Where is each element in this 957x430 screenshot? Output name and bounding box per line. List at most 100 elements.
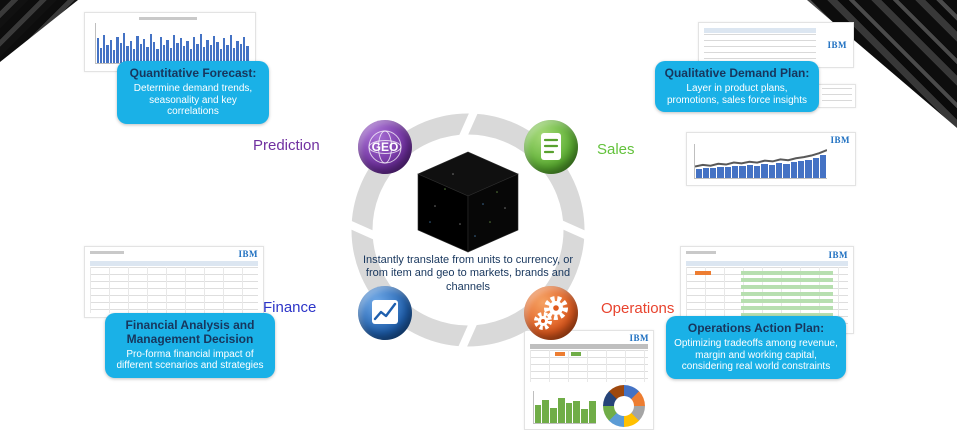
sheet-grid [90, 267, 258, 313]
ibm-logo: IBM [830, 135, 850, 145]
label-finance: Finance [263, 299, 317, 316]
callout-quantitative-forecast: Quantitative Forecast: Determine demand … [117, 61, 269, 125]
sales-table-thumbnail: IBM [698, 22, 854, 68]
mix-donut-chart [603, 385, 645, 427]
mini-bar [236, 40, 239, 63]
mini-bar [183, 46, 186, 63]
mini-bar [746, 165, 754, 178]
mini-bar [581, 408, 588, 423]
mini-bar [724, 167, 732, 178]
label-prediction: Prediction [253, 137, 320, 154]
mini-bar [710, 168, 717, 178]
mini-bar [109, 39, 113, 63]
mini-bar [232, 47, 236, 63]
mini-bar [156, 49, 159, 63]
mini-bar [146, 47, 149, 63]
callout-operations-action-plan: Operations Action Plan: Optimizing trade… [666, 316, 846, 380]
corner-stripes-top-left [0, 0, 78, 62]
mini-bar [246, 46, 249, 63]
finance-spreadsheet-thumbnail: IBM [84, 246, 264, 318]
dash-grid [530, 350, 648, 382]
mini-bar [702, 167, 710, 178]
orange-cell [695, 271, 711, 275]
table-rows [704, 28, 816, 62]
mini-bar [189, 48, 193, 63]
callout-financial-analysis: Financial Analysis and Management Decisi… [105, 313, 275, 379]
mini-bar [783, 163, 790, 178]
mini-bar [805, 159, 812, 178]
mini-bar [573, 401, 580, 423]
mini-bar [695, 169, 702, 178]
mini-bar [588, 400, 596, 423]
data-cube [417, 151, 519, 253]
green-cell [571, 352, 581, 356]
mini-bar [229, 35, 232, 63]
mini-bar [216, 42, 219, 63]
operations-bars [533, 391, 596, 424]
ibm-logo: IBM [238, 249, 258, 259]
mini-bar [106, 45, 109, 63]
mini-bar [139, 43, 143, 63]
mini-bar [143, 39, 146, 63]
mini-bar [212, 35, 216, 63]
mini-bar [239, 43, 242, 63]
mini-bar [116, 36, 119, 63]
mini-bar [206, 39, 209, 63]
sheet-title-placeholder [90, 251, 124, 254]
sales-trend-line [695, 144, 827, 178]
geo-globe-icon: GEO [358, 120, 412, 174]
mini-bar [159, 37, 163, 63]
callout-title: Qualitative Demand Plan: [664, 66, 810, 80]
mini-bar [96, 38, 99, 63]
mini-bar [99, 47, 103, 63]
mini-bar [123, 33, 126, 63]
mini-bar [565, 403, 573, 423]
sheet-title-placeholder [686, 251, 716, 254]
quantitative-bars [95, 23, 249, 64]
mini-bar [798, 161, 805, 178]
label-sales: Sales [597, 141, 635, 158]
sheet-header-band [90, 261, 258, 266]
callout-title: Financial Analysis and Management Decisi… [125, 318, 255, 346]
mini-bar [113, 49, 116, 63]
callout-title: Operations Action Plan: [687, 321, 825, 335]
document-list-icon [524, 120, 578, 174]
mini-bar [790, 162, 798, 178]
mini-bar [812, 157, 820, 178]
line-chart-icon [358, 286, 412, 340]
mini-bar [173, 35, 176, 63]
mini-bar [557, 398, 565, 423]
mini-bar [754, 165, 761, 178]
mini-bar [169, 47, 173, 63]
mini-bar [119, 43, 123, 63]
mini-bar [133, 48, 136, 63]
mini-bar [196, 43, 199, 63]
mini-bar [103, 35, 106, 63]
orange-cell [555, 352, 565, 356]
quantitative-chart-thumbnail [84, 12, 256, 72]
mini-bar [242, 37, 246, 63]
mini-bar [186, 41, 189, 63]
mini-bar [219, 49, 222, 63]
mini-bar [166, 39, 169, 63]
mini-bar [550, 407, 557, 423]
dash-header-band [530, 344, 648, 349]
mini-bar [534, 405, 542, 423]
callout-qualitative-demand-plan: Qualitative Demand Plan: Layer in produc… [655, 61, 819, 113]
center-caption: Instantly translate from units to curren… [362, 254, 574, 293]
mini-bar [193, 36, 196, 63]
mini-bar [203, 47, 206, 63]
ibm-logo: IBM [828, 250, 848, 260]
sales-chart-thumbnail: IBM [686, 132, 856, 186]
mini-bar [222, 38, 226, 63]
geo-icon-label: GEO [372, 140, 399, 154]
callout-title: Quantitative Forecast: [129, 66, 257, 80]
mini-bar [768, 164, 776, 178]
ibm-logo: IBM [827, 40, 847, 50]
callout-body: Determine demand trends, seasonality and… [133, 82, 253, 118]
callout-body: Layer in product plans, promotions, sale… [666, 82, 808, 106]
chart-title-placeholder [139, 17, 197, 20]
table-rows [822, 88, 852, 104]
callout-body: Optimizing tradeoffs among revenue, marg… [674, 337, 838, 373]
